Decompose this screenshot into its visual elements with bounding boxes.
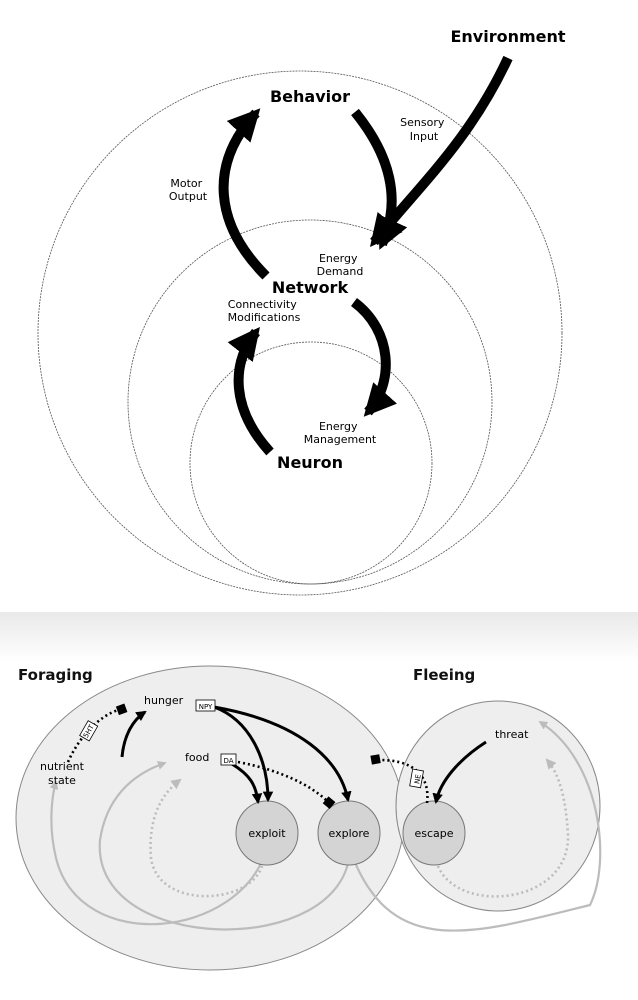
connectivity-label: Connectivity Modifications (228, 298, 301, 324)
connectivity-arrow (227, 326, 274, 456)
feedback-dotted-escape (436, 758, 570, 898)
fleeing-label: Fleeing (413, 666, 475, 684)
bottom-band (0, 612, 638, 662)
sensory-input-label: Sensory Input (400, 116, 448, 143)
svg-text:NPY: NPY (199, 703, 213, 711)
food-label: food (185, 751, 209, 764)
threat-label: threat (495, 728, 529, 741)
feedback-dotted-exploit (149, 778, 264, 898)
hunger-arrow (120, 710, 147, 758)
feedback-solid-nutrient (49, 780, 269, 926)
npy-exploit-arrow (213, 705, 274, 803)
motor-output-arrow (218, 108, 270, 280)
exploit-label: exploit (248, 827, 286, 840)
ne-explore-link (379, 758, 429, 804)
feedback-solid-threat (348, 721, 602, 932)
bottom-panel: 5HT NPY DA NE Foraging Fleeing hunger fo… (0, 612, 638, 971)
tag-ne: NE (409, 768, 424, 789)
behavior-circle (37, 70, 563, 596)
energy-demand-label: Energy Demand (317, 252, 364, 278)
nutrient-state-label: nutrient state (40, 760, 87, 787)
feedback-solid-food (98, 761, 352, 931)
hunger-label: hunger (144, 694, 184, 707)
ne-explore-bar (370, 754, 381, 765)
sensory-input-arrow (351, 108, 408, 250)
top-panel: Environment Behavior Network Neuron Sens… (37, 27, 566, 596)
threat-escape-arrow (432, 740, 487, 805)
explore-label: explore (329, 827, 370, 840)
behavior-label: Behavior (270, 87, 350, 106)
escape-label: escape (414, 827, 453, 840)
svg-text:NE: NE (413, 774, 423, 785)
5ht-hunger-bar (115, 703, 128, 716)
tag-5ht: 5HT (79, 720, 99, 742)
svg-text:DA: DA (223, 757, 233, 765)
tag-npy: NPY (195, 699, 216, 712)
foraging-label: Foraging (18, 666, 93, 684)
tag-da: DA (220, 753, 237, 766)
environment-label: Environment (450, 27, 565, 46)
neuron-label: Neuron (277, 453, 343, 472)
da-exploit-arrow (231, 762, 263, 805)
da-explore-bar (322, 796, 336, 810)
neuron-circle (189, 341, 433, 585)
network-circle (127, 219, 493, 585)
motor-output-label: Motor Output (169, 177, 208, 203)
da-explore-link (237, 760, 327, 801)
energy-management-label: Energy Management (304, 420, 377, 446)
network-label: Network (272, 278, 349, 297)
npy-explore-arrow (213, 705, 352, 803)
energy-management-arrow (350, 297, 398, 417)
